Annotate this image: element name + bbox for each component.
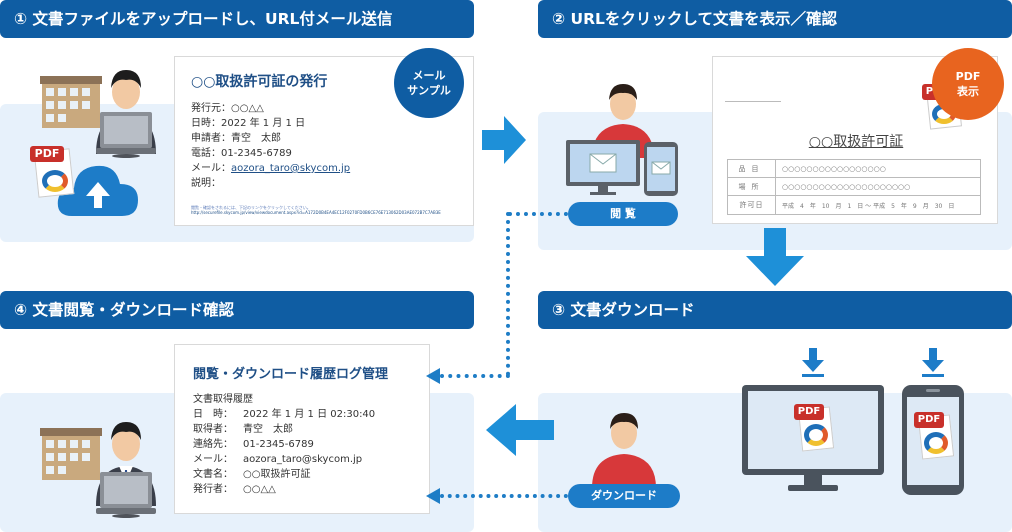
log-card: 閲覧・ダウンロード履歴ログ管理 文書取得履歴 日 時： 2022 年 1 月 1 … bbox=[174, 344, 430, 514]
log-key: メール： bbox=[193, 454, 233, 465]
monitor-mail-icon bbox=[566, 140, 640, 195]
office-building-icon bbox=[40, 76, 102, 128]
pdf-doc-table: 品目 ○○○○○○○○○○○○○○○○○ 場所 ○○○○○○○○○○○○○○○○○○… bbox=[727, 159, 981, 215]
log-title: 閲覧・ダウンロード履歴ログ管理 bbox=[193, 367, 389, 382]
log-key: 日 時： bbox=[193, 409, 233, 420]
pdf-row-value: 平成 4 年 10 月 1 日 〜 平成 5 年 9 月 30 日 bbox=[782, 202, 955, 210]
smartphone-mail-icon bbox=[644, 142, 678, 196]
connector-arrowhead-icon bbox=[426, 488, 440, 504]
log-value: ○○△△ bbox=[243, 484, 276, 495]
downloader-person-icon bbox=[592, 413, 656, 488]
log-row: メール： aozora_taro@skycom.jp bbox=[193, 452, 411, 467]
mail-note: 説明： bbox=[191, 178, 221, 189]
pdf-row-value: ○○○○○○○○○○○○○○○○○ bbox=[782, 164, 886, 173]
mail-view-url[interactable]: http://securefile.skycom.jp/view/viewdoc… bbox=[191, 210, 441, 215]
mail-badge-line1: メール bbox=[412, 69, 446, 82]
download-arrow-icon bbox=[922, 348, 944, 377]
log-value: 青空 太郎 bbox=[243, 424, 293, 435]
view-connector-horizontal bbox=[508, 212, 568, 216]
pdf-document-icon: PDF bbox=[794, 404, 835, 452]
log-value: 2022 年 1 月 1 日 02:30:40 bbox=[243, 409, 376, 420]
pdf-document-icon: PDF bbox=[914, 412, 955, 460]
upload-cloud-icon bbox=[57, 165, 138, 216]
step2-header: ② URLをクリックして文書を表示／確認 bbox=[538, 0, 1012, 38]
view-connector-vertical bbox=[506, 212, 510, 376]
pdf-row-place: 場所 ○○○○○○○○○○○○○○○○○○○○○ bbox=[728, 178, 980, 196]
mail-badge-line2: サンプル bbox=[407, 84, 451, 97]
step1-header: ① 文書ファイルをアップロードし、URL付メール送信 bbox=[0, 0, 474, 38]
view-connector-to-log bbox=[440, 374, 510, 378]
desktop-monitor-icon bbox=[742, 385, 884, 491]
pdf-label: PDF bbox=[794, 404, 824, 420]
step3-header: ③ 文書ダウンロード bbox=[538, 291, 1012, 329]
mail-issuer: 発行元：○○△△ bbox=[191, 103, 264, 114]
step1-title: ① 文書ファイルをアップロードし、URL付メール送信 bbox=[14, 10, 393, 28]
view-pill: 閲 覧 bbox=[568, 202, 678, 226]
mail-email-label: メール： bbox=[191, 163, 231, 174]
arrow-right-icon bbox=[482, 116, 526, 164]
laptop-icon bbox=[96, 472, 156, 518]
arrow-down-icon bbox=[746, 228, 804, 286]
mail-sample-badge: メール サンプル bbox=[394, 48, 464, 118]
step4-header: ④ 文書閲覧・ダウンロード確認 bbox=[0, 291, 474, 329]
pdf-doc-title: ○○取扱許可証 bbox=[808, 134, 904, 150]
mail-email-link[interactable]: aozora_taro@skycom.jp bbox=[231, 163, 351, 174]
log-key: 発行者： bbox=[193, 484, 233, 495]
pdf-document-icon: PDF bbox=[30, 146, 75, 198]
log-key: 文書名： bbox=[193, 469, 233, 480]
pdf-badge-line1: PDF bbox=[955, 70, 981, 83]
download-arrow-icon bbox=[802, 348, 824, 377]
pdf-row-item: 品目 ○○○○○○○○○○○○○○○○○ bbox=[728, 160, 980, 178]
pdf-label: PDF bbox=[914, 412, 944, 428]
pdf-row-date: 許可日平成 4 年 10 月 1 日 〜 平成 5 年 9 月 30 日 bbox=[728, 196, 980, 214]
log-row: 発行者： ○○△△ bbox=[193, 482, 411, 497]
pdf-label: PDF bbox=[30, 146, 64, 162]
mail-applicant: 申請者：青空 太郎 bbox=[191, 133, 281, 144]
mail-fine-text: 閲覧・確認をされるには、下記のリンクをクリックしてください。 bbox=[191, 205, 311, 210]
pdf-row-key: 場所 bbox=[728, 178, 776, 195]
download-pill: ダウンロード bbox=[568, 484, 680, 508]
pdf-row-key: 許可日 bbox=[728, 196, 776, 214]
mail-phone: 電話：01-2345-6789 bbox=[191, 148, 292, 159]
log-value: 01-2345-6789 bbox=[243, 439, 314, 450]
mail-email-row: メール：aozora_taro@skycom.jp bbox=[191, 161, 457, 176]
step3-title: ③ 文書ダウンロード bbox=[552, 301, 695, 319]
pdf-badge-line2: 表示 bbox=[957, 85, 979, 98]
office-building-icon bbox=[40, 428, 102, 480]
log-row: 日 時： 2022 年 1 月 1 日 02:30:40 bbox=[193, 407, 411, 422]
step4-title: ④ 文書閲覧・ダウンロード確認 bbox=[14, 301, 235, 319]
log-value: aozora_taro@skycom.jp bbox=[243, 454, 363, 465]
connector-arrowhead-icon bbox=[426, 368, 440, 384]
pdf-row-value: ○○○○○○○○○○○○○○○○○○○○○ bbox=[782, 182, 911, 191]
arrow-left-icon bbox=[486, 404, 554, 456]
download-connector bbox=[440, 494, 568, 498]
log-heading: 文書取得履歴 bbox=[193, 394, 253, 405]
pdf-view-badge: PDF 表示 bbox=[932, 48, 1004, 120]
mail-date: 日時：2022 年 1 月 1 日 bbox=[191, 118, 306, 129]
log-row: 文書名： ○○取扱許可証 bbox=[193, 467, 411, 482]
step2-title: ② URLをクリックして文書を表示／確認 bbox=[552, 10, 837, 28]
log-key: 取得者： bbox=[193, 424, 233, 435]
log-row: 取得者： 青空 太郎 bbox=[193, 422, 411, 437]
log-key: 連絡先： bbox=[193, 439, 233, 450]
laptop-icon bbox=[96, 112, 156, 158]
log-row: 連絡先： 01-2345-6789 bbox=[193, 437, 411, 452]
pdf-row-key: 品目 bbox=[728, 160, 776, 177]
mail-title: ○○取扱許可証の発行 bbox=[191, 74, 328, 90]
log-value: ○○取扱許可証 bbox=[243, 469, 311, 480]
